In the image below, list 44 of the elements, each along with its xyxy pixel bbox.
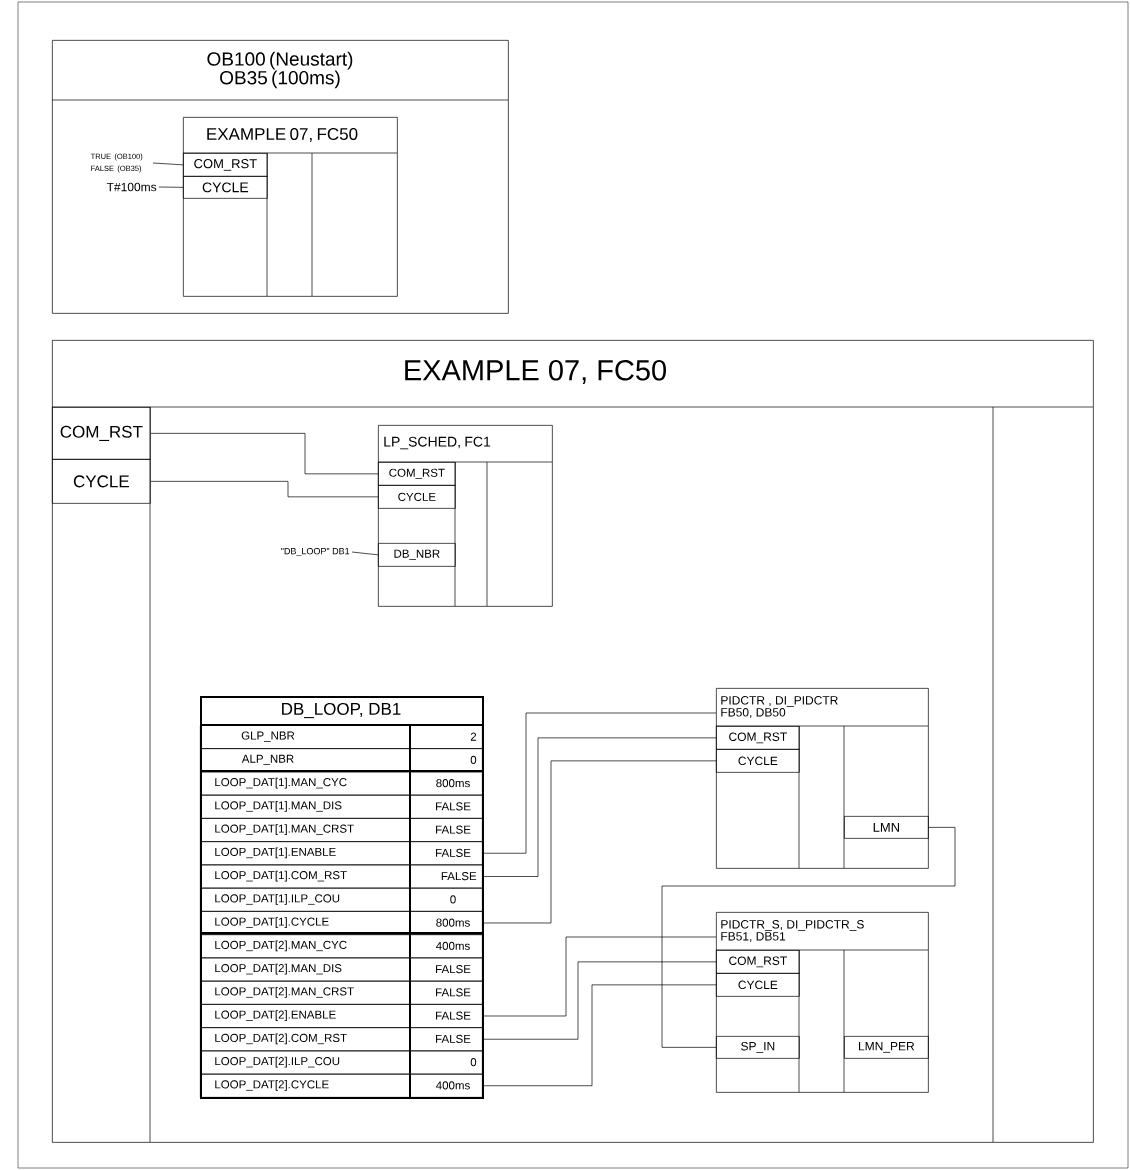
pin-cell: SP_IN [716, 1036, 800, 1059]
wire [158, 186, 184, 188]
wire [482, 760, 717, 924]
pin-cell: CYCLE [378, 485, 456, 509]
pin-cell: COM_RST [716, 950, 800, 974]
wire [482, 936, 717, 1017]
table-row: LOOP_DAT[1].COM_RST FALSE [200, 863, 483, 889]
wire [482, 737, 717, 877]
table-row: LOOP_DAT[2].ENABLE FALSE [200, 1003, 483, 1029]
table-row: ALP_NBR 0 [200, 747, 483, 773]
wire [482, 961, 717, 1040]
wire [661, 827, 956, 1048]
pin-cell: LMN_PER [844, 1036, 929, 1059]
table-row: LOOP_DAT[2].MAN_CRST FALSE [200, 979, 483, 1005]
table-row: LOOP_DAT[2].CYCLE 400ms [200, 1072, 483, 1098]
table-row: LOOP_DAT[1].MAN_CRST FALSE [200, 817, 483, 843]
table-row: LOOP_DAT[2].MAN_DIS FALSE [200, 956, 483, 982]
pin-cell: CYCLE [716, 749, 800, 773]
pin-cell: COM_RST [52, 407, 151, 460]
table-row: LOOP_DAT[1].MAN_DIS FALSE [200, 793, 483, 819]
pin-cell: DB_NBR [378, 543, 456, 567]
pin-cell: CYCLE [52, 459, 151, 504]
parameter-label: "DB_LOOP" DB1 [281, 547, 350, 557]
table-row: LOOP_DAT[1].MAN_CYC 800ms [200, 770, 483, 796]
wire [351, 551, 379, 556]
wire [150, 433, 379, 475]
pin-cell: CYCLE [716, 973, 800, 997]
table-row: GLP_NBR 2 [200, 724, 483, 750]
pin-cell: COM_RST [183, 153, 268, 177]
wire [152, 162, 184, 166]
pin-cell: COM_RST [378, 462, 456, 486]
table-row: LOOP_DAT[2].MAN_CYC 400ms [200, 933, 483, 959]
wire [482, 984, 717, 1087]
wire [482, 712, 717, 854]
table-row: LOOP_DAT[1].ILP_COU 0 [200, 886, 483, 912]
wire [150, 481, 379, 498]
table-row: LOOP_DAT[1].ENABLE FALSE [200, 840, 483, 866]
table-row: LOOP_DAT[1].CYCLE 800ms [200, 910, 483, 936]
pin-cell: CYCLE [183, 176, 268, 199]
table-row: LOOP_DAT[2].COM_RST FALSE [200, 1026, 483, 1052]
table-row: LOOP_DAT[2].ILP_COU 0 [200, 1049, 483, 1075]
pin-cell: COM_RST [716, 726, 800, 750]
pin-cell: LMN [844, 816, 929, 839]
parameter-label: T#100ms [106, 182, 157, 192]
